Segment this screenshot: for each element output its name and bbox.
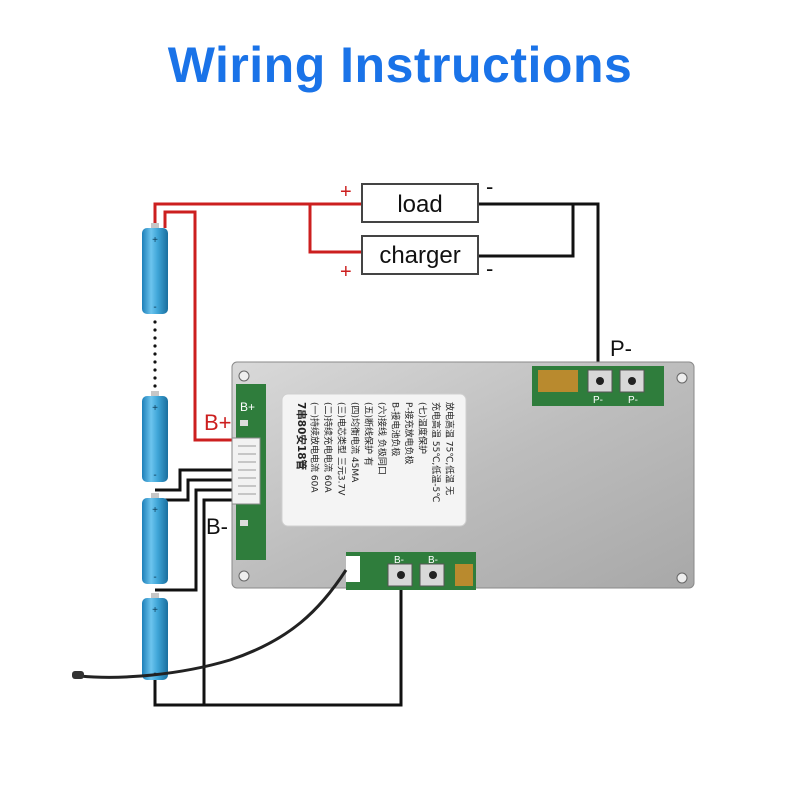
spec-label-line: (五)断线保护 有 xyxy=(363,402,375,466)
load-minus-sign: - xyxy=(486,174,493,199)
spec-label-line: (四)均衡电流 45MA xyxy=(349,402,361,483)
p-minus-label: P- xyxy=(610,336,632,361)
spec-label-line: (六)接线 负极同口 xyxy=(376,402,388,475)
temperature-probe xyxy=(72,569,348,679)
load-box: load xyxy=(361,183,479,223)
svg-text:-: - xyxy=(153,470,156,481)
spec-label-line: 7串80安18管 xyxy=(295,402,308,471)
page-title: Wiring Instructions xyxy=(167,37,633,93)
silk-p1: P- xyxy=(593,395,603,406)
charger-box: charger xyxy=(361,235,479,275)
svg-text:-: - xyxy=(153,302,156,313)
battery-cell-4: + - xyxy=(142,593,168,680)
spec-label-line: (三)电芯类型 三元3.7V xyxy=(336,402,348,496)
svg-text:+: + xyxy=(152,605,158,616)
bms-board: B+ P- P- B- B- 7串80安18管(一)持续放电电流 xyxy=(231,361,695,590)
svg-text:-: - xyxy=(153,572,156,583)
silk-b1: B- xyxy=(394,555,404,566)
battery-cell-dots xyxy=(153,320,157,388)
b-minus-label: B- xyxy=(206,514,228,539)
load-label: load xyxy=(397,191,442,218)
charger-minus-sign: - xyxy=(486,256,493,281)
spec-label-line: P-接充放电负极 xyxy=(403,402,415,464)
spec-label-line: (二)持续充电电流 60A xyxy=(322,402,334,493)
silk-b2: B- xyxy=(428,555,438,566)
battery-cell-2: + - xyxy=(142,391,168,482)
positive-wires xyxy=(153,202,362,442)
battery-cell-3: + - xyxy=(142,493,168,584)
svg-text:+: + xyxy=(152,505,158,516)
load-plus-sign: + xyxy=(340,181,352,203)
negative-wires xyxy=(153,202,600,707)
spec-label-line: (七)温度保护 xyxy=(417,402,429,454)
charger-plus-sign: + xyxy=(340,261,352,283)
spec-label-line: B-接电池负极 xyxy=(390,402,402,456)
spec-label-line: 放电高温 75℃,低温 无 xyxy=(444,402,456,495)
battery-cell-1: + - xyxy=(142,223,168,314)
spec-label-line: (一)持续放电电流 60A xyxy=(309,402,321,493)
svg-text:+: + xyxy=(152,235,158,246)
b-plus-label: B+ xyxy=(204,410,232,435)
silk-p2: P- xyxy=(628,395,638,406)
silk-b-plus: B+ xyxy=(240,400,255,414)
svg-text:+: + xyxy=(152,403,158,414)
spec-label: 7串80安18管(一)持续放电电流 60A(二)持续充电电流 60A(三)电芯类… xyxy=(295,402,456,502)
spec-label-line: 充电高温 55℃,低温-5℃ xyxy=(430,402,442,502)
charger-label: charger xyxy=(379,242,460,269)
